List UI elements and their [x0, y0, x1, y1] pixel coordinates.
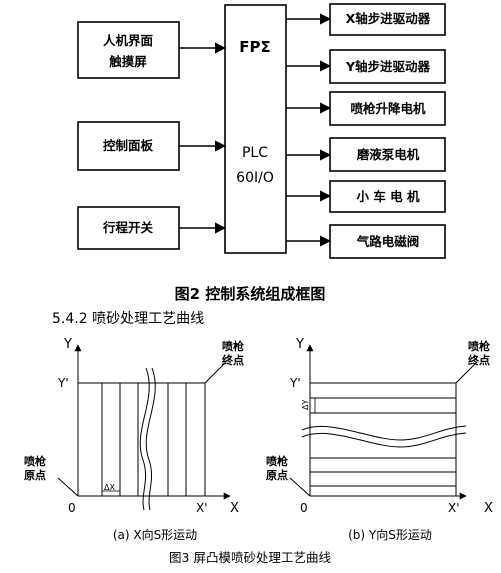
output-label-5: 小 车 电 机	[355, 189, 420, 204]
plot-a-caption: (a) X向S形运动	[113, 527, 197, 542]
plot-b-break-line	[301, 432, 467, 448]
plot-a-end-label-2: 终点	[222, 353, 244, 367]
plot-b-end-label-2: 终点	[468, 353, 490, 367]
plot-b-start-leader	[289, 477, 311, 497]
plot-a-y-label: Y	[63, 337, 72, 352]
controller-box	[224, 4, 287, 254]
section-heading: 5.4.2 喷砂处理工艺曲线	[52, 311, 204, 327]
output-label-3: 喷枪升降电机	[350, 101, 426, 116]
fig2-caption: 图2 控制系统组成框图	[175, 285, 326, 303]
plot-b-start-label-2: 原点	[266, 468, 288, 482]
plot-a-start-label-1: 喷枪	[24, 454, 46, 468]
output-label-2: Y轴步进驱动器	[345, 59, 431, 74]
input-label-hmi-1: 人机界面	[103, 33, 154, 48]
output-label-6: 气路电磁阀	[356, 234, 420, 249]
plot-b-end-leader	[455, 361, 478, 384]
plot-a-xprime-label: X'	[196, 501, 208, 515]
output-label-4: 磨液泵电机	[356, 147, 420, 162]
plot-b-xprime-label: X'	[448, 501, 460, 515]
plot-b-break-line	[301, 425, 467, 441]
input-label-control-panel: 控制面板	[103, 138, 154, 153]
plot-a-break-line	[139, 367, 150, 511]
block-diagram	[77, 3, 446, 259]
output-label-1: X轴步进驱动器	[346, 11, 431, 26]
block-diagram-labels: 人机界面 触摸屏 控制面板 行程开关 FPΣ PLC 60I/O X轴步进驱动器…	[102, 11, 431, 249]
input-box-hmi	[77, 21, 180, 79]
controller-label-io: 60I/O	[236, 170, 274, 186]
plot-b-yprime-label: Y'	[289, 376, 301, 390]
plot-a-end-leader	[204, 361, 227, 384]
plot-a-x-label: X	[230, 501, 239, 516]
plot-b-start-label-1: 喷枪	[266, 454, 288, 468]
input-label-limit-switch: 行程开关	[102, 220, 154, 235]
plot-a-delta-marker	[101, 490, 121, 497]
plot-b: Y Y' 0 X' X 喷枪 终点 喷枪 原点 ΔY (b) Y向S形运动	[266, 337, 493, 542]
plot-a-break-line	[145, 367, 156, 511]
fig3-caption: 图3 屏凸模喷砂处理工艺曲线	[169, 550, 331, 565]
controller-label-plc: PLC	[242, 145, 268, 161]
plot-a-delta-label: ΔX	[104, 483, 115, 492]
plot-b-end-label-1: 喷枪	[468, 339, 490, 353]
plot-a-start-label-2: 原点	[24, 468, 46, 482]
input-label-hmi-2: 触摸屏	[108, 54, 147, 69]
plot-b-x-label: X	[484, 501, 493, 516]
plot-a: Y Y' 0 X' X 喷枪 终点 喷枪 原点 ΔX (a) X向S形运动	[24, 337, 244, 542]
plot-b-y-label: Y	[295, 337, 304, 352]
plot-b-origin-label: 0	[300, 501, 308, 515]
plot-b-delta-marker	[309, 397, 316, 414]
controller-label-fp: FPΣ	[239, 38, 271, 56]
plot-b-caption: (b) Y向S形运动	[348, 527, 432, 542]
plot-a-start-leader	[57, 477, 79, 497]
plot-a-end-label-1: 喷枪	[222, 339, 244, 353]
plot-b-delta-label: ΔY	[301, 400, 310, 410]
plot-a-yprime-label: Y'	[57, 376, 69, 390]
plot-a-origin-label: 0	[68, 501, 76, 515]
